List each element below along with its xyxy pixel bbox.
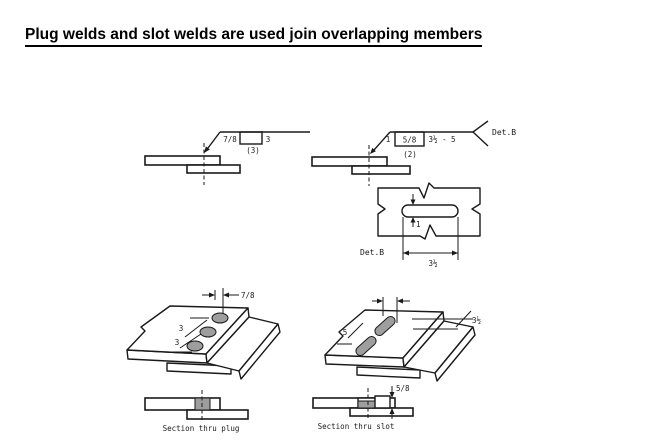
page-title: Plug welds and slot welds are used join …: [25, 26, 483, 47]
detail-b-figure: 1 3½ Det.B: [360, 182, 481, 268]
slot-weld-fill: [357, 400, 376, 409]
fill-depth-label: 5/8: [396, 384, 410, 393]
arrow-right-icon: [452, 250, 458, 256]
slot-length-dimension: 3½: [402, 217, 459, 268]
length-pitch-label: 3½ - 5: [428, 135, 455, 144]
plug-weld-spot: [199, 326, 217, 338]
slot-welds: [355, 315, 396, 357]
plug-pitch-b-label: 3: [175, 338, 180, 347]
slot-width-dimension: 1: [410, 194, 421, 229]
plug-weld-symbol-figure: 7/8 3 (3): [144, 131, 310, 185]
plug-section-figure: Section thru plug: [144, 390, 249, 433]
upper-plate-3d: [324, 309, 476, 382]
tail-note-label: Det.B: [492, 128, 516, 137]
plug-size-label: 7/8: [223, 135, 237, 144]
slot-width-label: 1: [386, 135, 391, 144]
slot-length-label: 3½: [472, 316, 482, 325]
slot-section-figure: 5/8 Section thru slot: [312, 384, 414, 431]
tail-fork-upper: [472, 120, 489, 133]
slot-symbol-box: [394, 131, 425, 147]
plug-pitch-label: 3: [266, 135, 271, 144]
lower-plate-front-tab: [356, 366, 421, 379]
lower-plate-front-tab: [166, 362, 232, 375]
slot-weld: [355, 335, 377, 357]
arrow-up-icon: [410, 217, 416, 223]
slot-width-dimension: [372, 297, 410, 323]
tail-fork-lower: [472, 131, 489, 147]
slot-weld-symbol-figure: 1 5/8 3½ - 5 (2) Det.B: [311, 120, 516, 186]
leader-arrowhead-icon: [204, 146, 210, 153]
plug-diameter-label: 7/8: [241, 291, 255, 300]
slot-outline: [401, 204, 459, 218]
plug-count-label: (3): [246, 146, 260, 155]
lower-plate-3d: [166, 362, 232, 375]
plug-weld-spot: [211, 312, 229, 324]
slot-weld: [374, 315, 396, 337]
plug-symbol-box: [239, 131, 263, 145]
lower-plate-side-face: [238, 323, 281, 380]
lower-plate-section: [186, 409, 249, 420]
arrow-right-icon: [209, 292, 215, 298]
fill-depth-label: 5/8: [403, 136, 417, 145]
slot-weld-reinforcement: [374, 395, 391, 409]
leader-arrowhead-icon: [370, 147, 376, 154]
slot-count-label: (2): [403, 150, 417, 159]
detail-slot-length-label: 3½: [428, 259, 438, 268]
fill-depth-dimension: 5/8: [389, 384, 410, 419]
lap-joint-plates: [311, 145, 411, 186]
leader-line: [207, 131, 221, 149]
arrow-left-icon: [223, 292, 229, 298]
arrow-left-icon: [397, 298, 403, 304]
arrow-up-icon: [389, 408, 395, 414]
arrow-left-icon: [403, 250, 409, 256]
lap-joint-plates: [144, 143, 241, 185]
weld-symbol: 7/8 3 (3): [204, 131, 310, 155]
weld-symbol: 1 5/8 3½ - 5 (2) Det.B: [370, 120, 516, 159]
plug-pitch-a-label: 3: [179, 324, 184, 333]
leader-line: [373, 131, 391, 151]
detail-b-label: Det.B: [360, 248, 384, 257]
diameter-dimension: 7/8: [202, 288, 255, 313]
slot-length-dimension: 3½: [412, 310, 482, 330]
plug-weld-spot: [186, 340, 204, 352]
arrow-down-icon: [410, 199, 416, 205]
pitch-dimension: 3 3: [173, 317, 209, 353]
lower-plate-side-face: [434, 326, 476, 382]
arrow-right-icon: [377, 298, 383, 304]
plug-welds: [186, 312, 229, 352]
lower-plate-3d: [356, 366, 421, 379]
arrow-down-icon: [389, 392, 395, 398]
slot-section-label: Section thru slot: [318, 422, 395, 431]
plug-weld-3d-figure: 7/8 3 3: [126, 288, 281, 380]
detail-slot-width-label: 1: [416, 220, 421, 229]
slot-pitch-dimension: 5: [337, 322, 364, 345]
slot-pitch-label: 5: [343, 328, 348, 337]
lower-plate-section: [349, 407, 414, 417]
slot-weld-3d-figure: 5 3½: [324, 297, 482, 382]
plug-section-label: Section thru plug: [163, 424, 240, 433]
